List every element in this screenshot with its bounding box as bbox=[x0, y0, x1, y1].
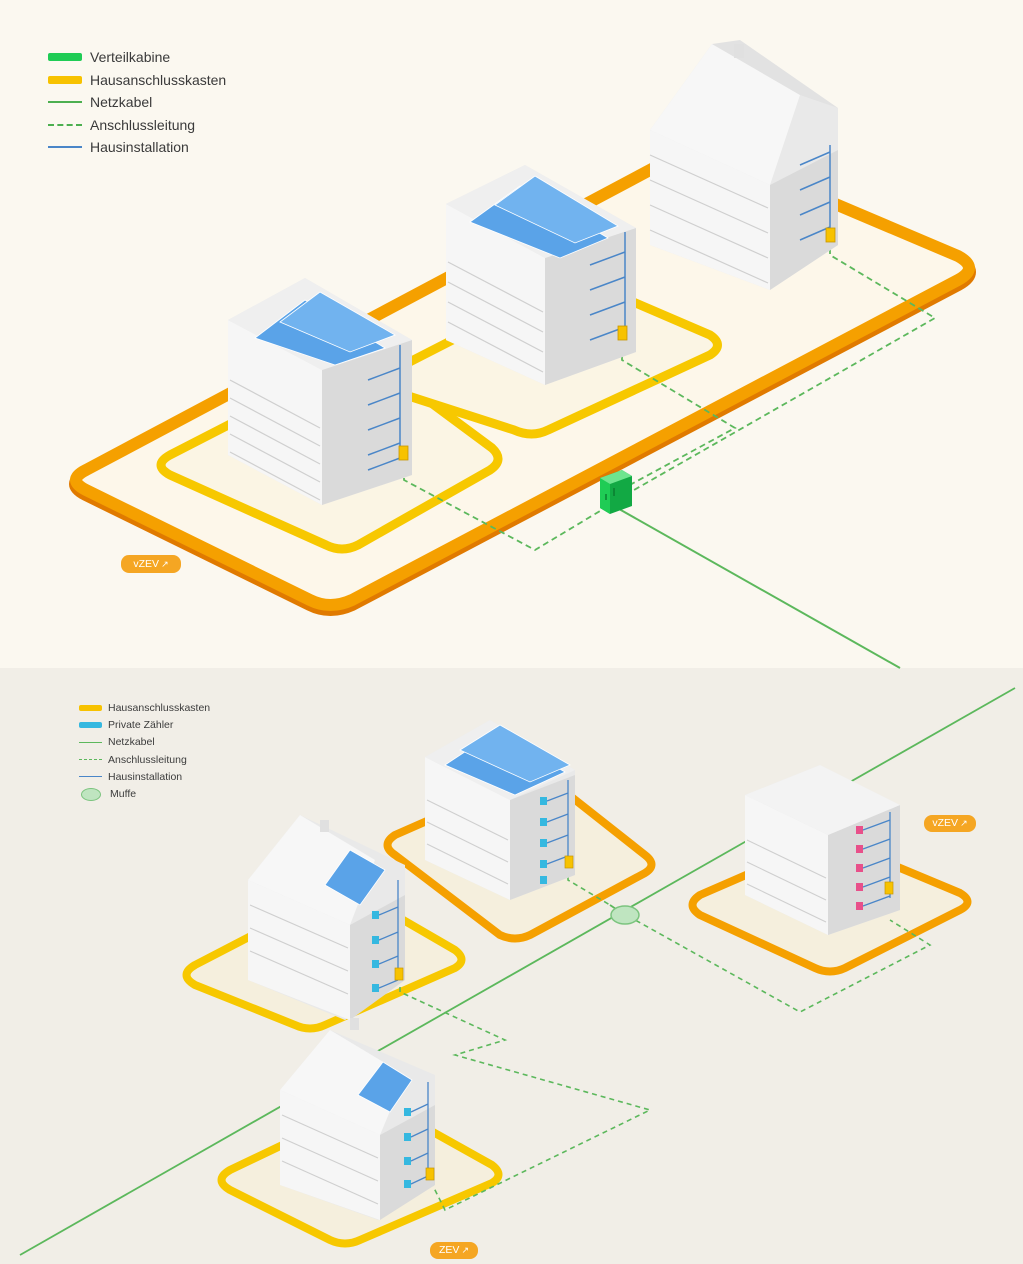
network-cable-swatch bbox=[79, 741, 102, 743]
connection-line-bl bbox=[399, 978, 653, 1212]
legend-label: Hausinstallation bbox=[108, 770, 183, 783]
legend-label: Verteilkabine bbox=[90, 49, 171, 66]
bottom-panel bbox=[19, 687, 1016, 1256]
network-cable bbox=[611, 504, 901, 669]
legend-item-house-connection-box: Hausanschlusskasten bbox=[79, 699, 210, 716]
splice-swatch bbox=[81, 787, 101, 801]
house-installation bbox=[410, 1082, 429, 1185]
house-installation-swatch bbox=[48, 146, 82, 149]
building-bottom-left bbox=[248, 815, 405, 1020]
solar-panels bbox=[469, 175, 619, 259]
house-installation bbox=[862, 812, 891, 907]
cable-splice-icon bbox=[610, 905, 640, 925]
building-bottom-right bbox=[745, 765, 900, 935]
legend-top: Verteilkabine Hausanschlusskasten Netzka… bbox=[48, 46, 226, 159]
legend-item-splice: Muffe bbox=[79, 785, 210, 802]
legend-label: Netzkabel bbox=[90, 94, 153, 111]
house-connection-box bbox=[394, 967, 404, 981]
solar-panels bbox=[254, 291, 396, 366]
house-connection-box-swatch bbox=[48, 75, 82, 84]
legend-item-house-connection-box: Hausanschlusskasten bbox=[48, 69, 226, 92]
balconies bbox=[249, 904, 349, 995]
legend-item-distribution-cabinet: Verteilkabine bbox=[48, 46, 226, 69]
legend-label: Private Zähler bbox=[108, 718, 174, 731]
badge-label: ZEV bbox=[439, 1244, 460, 1256]
legend-item-network-cable: Netzkabel bbox=[48, 91, 226, 114]
house-connection-box bbox=[564, 855, 574, 869]
private-meter-swatch bbox=[79, 721, 102, 728]
legend-label: Hausanschlusskasten bbox=[90, 71, 227, 88]
house-installation bbox=[367, 345, 401, 471]
private-meters bbox=[856, 826, 863, 910]
balconies bbox=[649, 154, 769, 284]
balconies bbox=[426, 799, 509, 885]
house-connection-box bbox=[825, 227, 836, 243]
house-connection-box bbox=[398, 445, 409, 461]
connection-line-right bbox=[619, 238, 937, 499]
legend-label: Netzkabel bbox=[108, 736, 155, 749]
badge-label: vZEV bbox=[133, 558, 160, 570]
building-top-middle bbox=[446, 165, 636, 385]
building-top-right bbox=[649, 40, 838, 290]
balconies bbox=[746, 839, 827, 923]
balconies bbox=[229, 379, 321, 501]
house-installation-swatch bbox=[79, 776, 102, 778]
distribution-cabinet-swatch bbox=[48, 53, 82, 62]
legend-item-house-installation: Hausinstallation bbox=[48, 136, 226, 159]
house-installation bbox=[546, 780, 569, 865]
distribution-cabinet-icon bbox=[600, 470, 632, 514]
legend-item-connection-line: Anschlussleitung bbox=[79, 751, 210, 768]
legend-item-house-installation: Hausinstallation bbox=[79, 768, 210, 785]
badge-label: vZEV bbox=[932, 817, 959, 829]
arrow-up-right-icon: ↗ bbox=[461, 1245, 469, 1255]
building-top-left bbox=[228, 278, 412, 505]
connection-line-swatch bbox=[48, 123, 82, 126]
house-installation bbox=[589, 232, 626, 341]
vzev-link-badge-bottom[interactable]: vZEV↗ bbox=[924, 815, 976, 832]
house-installation bbox=[799, 145, 831, 241]
legend-label: Hausinstallation bbox=[90, 139, 189, 156]
balconies bbox=[281, 1114, 379, 1205]
house-installation bbox=[378, 880, 399, 989]
top-panel bbox=[69, 40, 976, 669]
private-meters bbox=[372, 911, 379, 992]
legend-bottom: Hausanschlusskasten Private Zähler Netzk… bbox=[79, 699, 210, 803]
connection-line-right bbox=[627, 915, 932, 1013]
building-bottom-front bbox=[280, 1018, 435, 1220]
network-cable-swatch bbox=[48, 101, 82, 104]
zev-link-badge[interactable]: ZEV↗ bbox=[430, 1242, 478, 1259]
private-meters bbox=[540, 797, 547, 884]
private-meters bbox=[404, 1108, 411, 1188]
arrow-up-right-icon: ↗ bbox=[960, 818, 968, 828]
legend-label: Muffe bbox=[110, 788, 137, 801]
legend-label: Anschlussleitung bbox=[90, 116, 196, 133]
house-connection-box-swatch bbox=[79, 704, 102, 711]
legend-label: Anschlussleitung bbox=[108, 753, 187, 766]
legend-item-connection-line: Anschlussleitung bbox=[48, 114, 226, 137]
balconies bbox=[447, 261, 544, 373]
house-connection-box bbox=[425, 1167, 435, 1181]
arrow-up-right-icon: ↗ bbox=[161, 559, 169, 569]
legend-label: Hausanschlusskasten bbox=[108, 701, 211, 714]
legend-item-private-meter: Private Zähler bbox=[79, 716, 210, 733]
house-connection-box bbox=[884, 881, 894, 895]
connection-line-swatch bbox=[79, 759, 102, 761]
house-connection-box bbox=[617, 325, 628, 341]
building-bottom-middle bbox=[425, 720, 575, 900]
legend-item-network-cable: Netzkabel bbox=[79, 734, 210, 751]
vzev-link-badge[interactable]: vZEV↗ bbox=[121, 555, 181, 573]
